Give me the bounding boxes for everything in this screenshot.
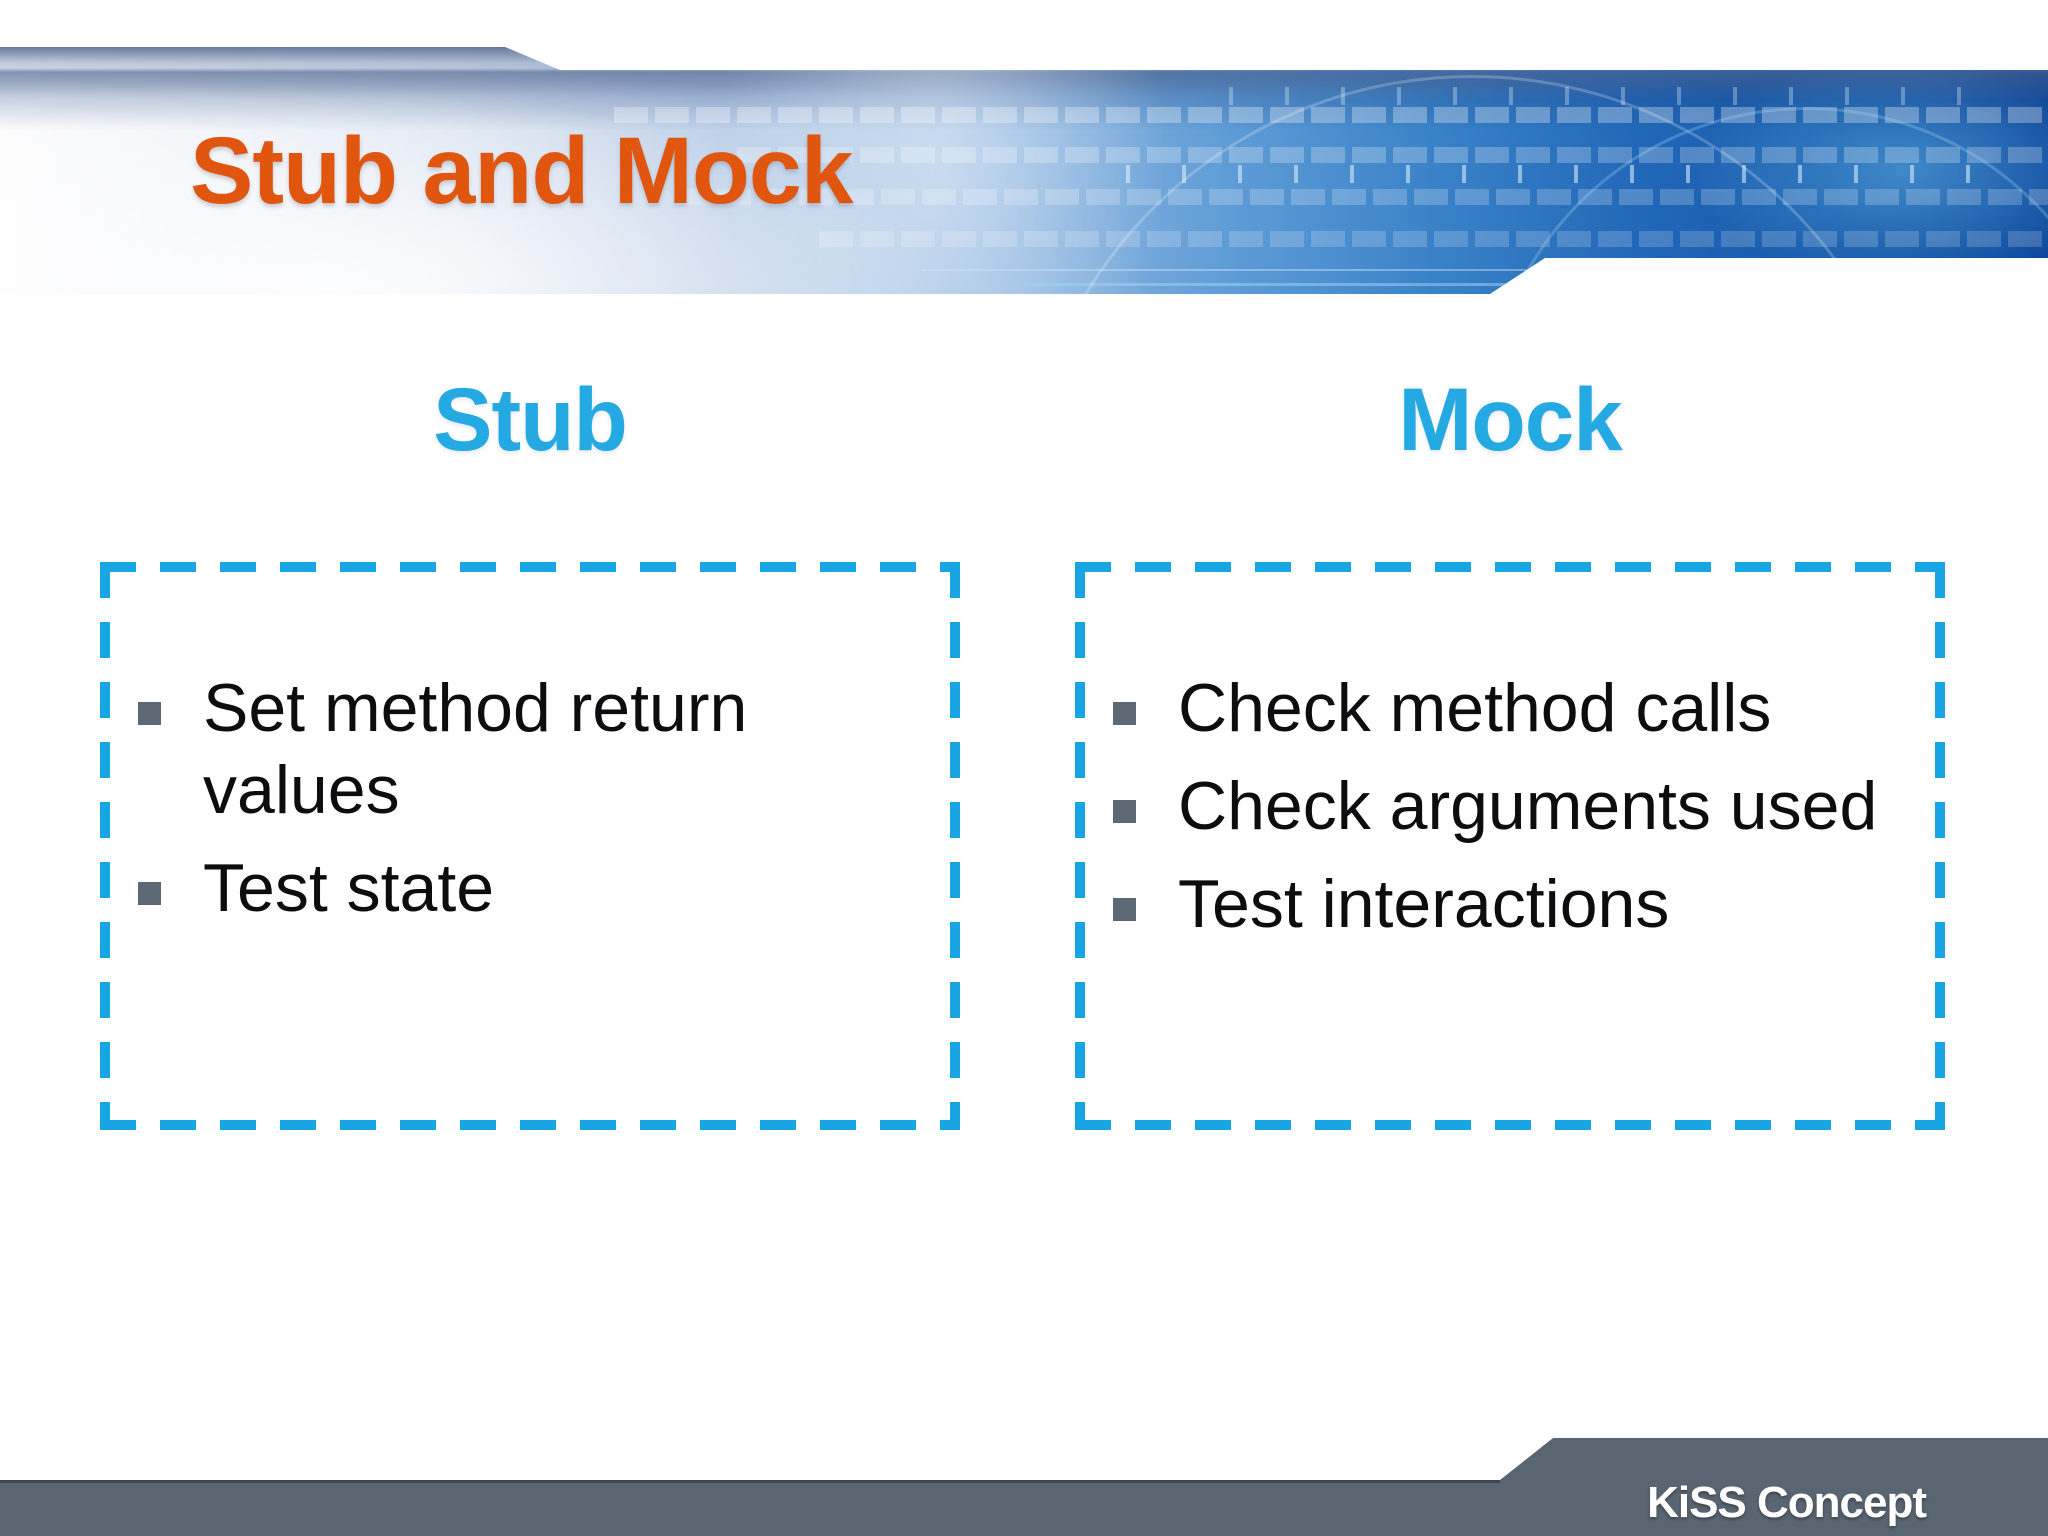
square-bullet-icon <box>138 882 161 905</box>
bullet-text: Set method return values <box>203 670 748 828</box>
slide-title: Stub and Mock <box>190 118 854 224</box>
column-heading-stub: Stub <box>433 369 628 469</box>
mock-box: Check method calls Check arguments used … <box>1075 562 1945 1130</box>
square-bullet-icon <box>138 702 161 725</box>
header-texture-ticks <box>1126 165 2008 183</box>
header-texture-strip <box>675 189 2048 205</box>
bullet-text: Test state <box>203 850 495 926</box>
list-item: Check method calls <box>1113 667 1925 749</box>
bullet-text: Check arguments used <box>1178 768 1878 844</box>
square-bullet-icon <box>1113 800 1136 823</box>
bullet-text: Check method calls <box>1178 670 1772 746</box>
bullet-text: Test interactions <box>1178 866 1670 942</box>
list-item: Test interactions <box>1113 863 1925 945</box>
header-texture-line <box>1024 283 2048 286</box>
footer-bar: KiSS Concept <box>0 1438 2048 1536</box>
square-bullet-icon <box>1113 898 1136 921</box>
list-item: Check arguments used <box>1113 765 1925 847</box>
footer-label: KiSS Concept <box>1647 1478 1927 1527</box>
stub-box: Set method return values Test state <box>100 562 960 1130</box>
list-item: Set method return values <box>138 667 940 831</box>
square-bullet-icon <box>1113 702 1136 725</box>
header-texture-line <box>921 269 1987 271</box>
column-heading-mock: Mock <box>1398 369 1623 469</box>
header-texture-ticks <box>1228 87 1967 105</box>
header-texture-strip <box>737 147 2048 163</box>
header-texture-strip <box>819 231 2048 247</box>
list-item: Test state <box>138 847 940 929</box>
